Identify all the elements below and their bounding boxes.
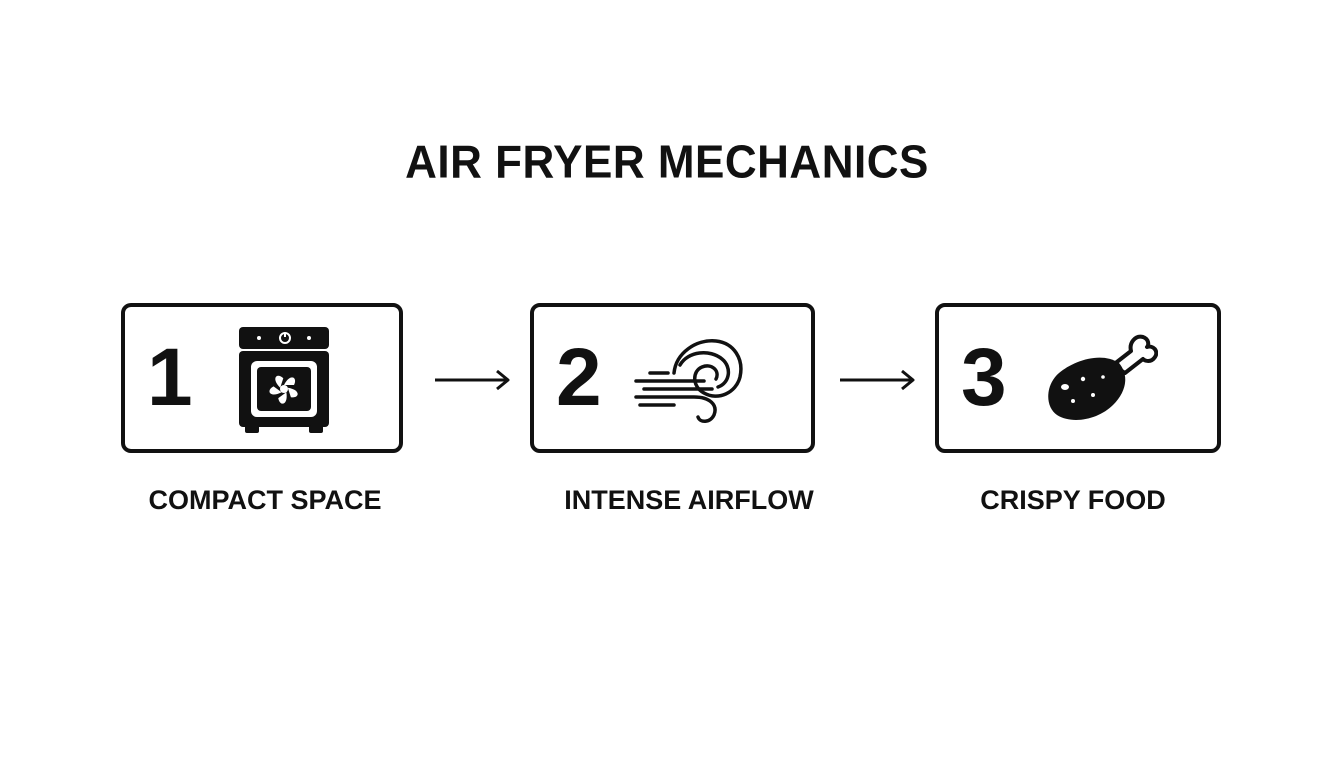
step-label-1: COMPACT SPACE <box>148 485 382 515</box>
arrow-right-icon <box>840 369 915 391</box>
step-number-3: 3 <box>961 332 1007 423</box>
step-box-3: 3 <box>935 303 1221 453</box>
step-box-2: 2 <box>530 303 815 453</box>
step-number-2: 2 <box>556 332 602 423</box>
step-label-3: CRISPY FOOD <box>980 485 1166 515</box>
diagram-title: AIR FRYER MECHANICS <box>405 136 929 189</box>
step-label-2: INTENSE AIRFLOW <box>564 485 814 515</box>
step-box-1: 1 <box>121 303 403 453</box>
chicken-leg-icon <box>1043 329 1159 434</box>
oven-fan-icon <box>237 325 331 442</box>
step-number-1: 1 <box>147 332 193 423</box>
arrow-right-icon <box>435 369 510 391</box>
wind-icon <box>634 335 749 435</box>
